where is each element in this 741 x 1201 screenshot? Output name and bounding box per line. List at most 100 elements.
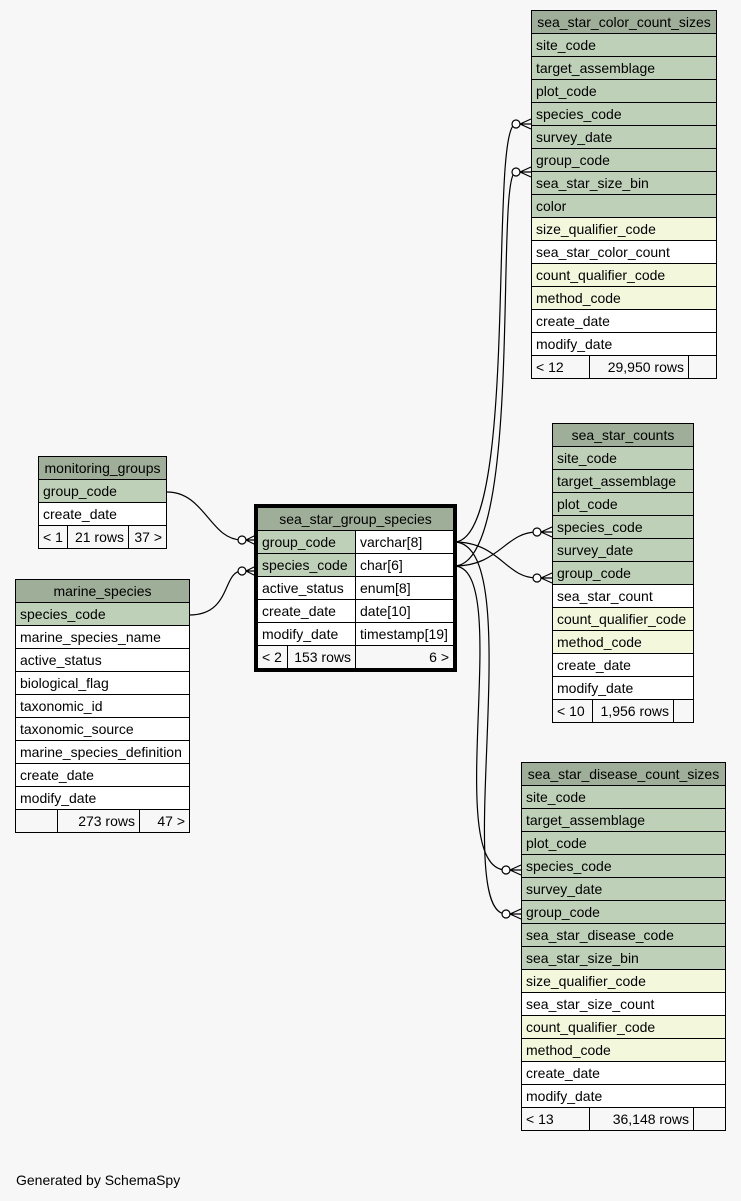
column-group-code[interactable]: group_code bbox=[521, 900, 726, 924]
column-method-code[interactable]: method_code bbox=[531, 286, 717, 310]
column-group-code[interactable]: group_code bbox=[531, 148, 717, 172]
column-survey-date[interactable]: survey_date bbox=[521, 877, 726, 901]
column-size-qualifier-code[interactable]: size_qualifier_code bbox=[521, 969, 726, 993]
table-monitoring-groups[interactable]: monitoring_groups group_code create_date… bbox=[38, 456, 167, 549]
column-modify-date[interactable]: modify_date bbox=[15, 786, 190, 810]
column-modify-date[interactable]: modify_date bbox=[257, 622, 356, 646]
column-marine-species-name[interactable]: marine_species_name bbox=[15, 625, 190, 649]
parent-count: < 12 bbox=[531, 355, 590, 379]
column-site-code[interactable]: site_code bbox=[531, 33, 717, 57]
crowfoot-marker bbox=[540, 526, 553, 538]
column-method-code[interactable]: method_code bbox=[552, 630, 694, 654]
connector-counts-group bbox=[453, 541, 538, 579]
generated-by-note: Generated by SchemaSpy bbox=[16, 1172, 181, 1188]
connector-end-circle bbox=[501, 909, 511, 919]
column-color[interactable]: color bbox=[531, 194, 717, 218]
column-species-code[interactable]: species_code bbox=[15, 602, 190, 626]
column-method-code[interactable]: method_code bbox=[521, 1038, 726, 1062]
column-plot-code[interactable]: plot_code bbox=[552, 492, 694, 516]
column-sea-star-size-bin[interactable]: sea_star_size_bin bbox=[531, 171, 717, 195]
table-sea-star-group-species[interactable]: sea_star_group_species group_code varcha… bbox=[254, 504, 457, 672]
column-sea-star-disease-code[interactable]: sea_star_disease_code bbox=[521, 923, 726, 947]
column-modify-date[interactable]: modify_date bbox=[531, 332, 717, 356]
column-group-code[interactable]: group_code bbox=[552, 561, 694, 585]
column-create-date[interactable]: create_date bbox=[38, 502, 167, 526]
column-create-date[interactable]: create_date bbox=[531, 309, 717, 333]
column-modify-date[interactable]: modify_date bbox=[521, 1084, 726, 1108]
table-title[interactable]: sea_star_counts bbox=[552, 423, 694, 447]
connector-end-circle bbox=[237, 566, 247, 576]
column-size-qualifier-code[interactable]: size_qualifier_code bbox=[531, 217, 717, 241]
column-group-code[interactable]: group_code bbox=[257, 530, 356, 554]
column-survey-date[interactable]: survey_date bbox=[531, 125, 717, 149]
column-site-code[interactable]: site_code bbox=[521, 785, 726, 809]
connector-color-group bbox=[453, 171, 517, 567]
column-create-date[interactable]: create_date bbox=[521, 1061, 726, 1085]
row-count: 29,950 rows bbox=[589, 355, 689, 379]
column-group-code[interactable]: group_code bbox=[38, 479, 167, 503]
connector-end-circle bbox=[237, 535, 247, 545]
column-species-code[interactable]: species_code bbox=[531, 102, 717, 126]
table-title[interactable]: sea_star_disease_count_sizes bbox=[521, 762, 726, 786]
column-active-status[interactable]: active_status bbox=[257, 576, 356, 600]
connector-color-species bbox=[453, 123, 517, 543]
table-title[interactable]: sea_star_group_species bbox=[257, 507, 454, 531]
column-count-qualifier-code[interactable]: count_qualifier_code bbox=[552, 607, 694, 631]
table-sea-star-disease-count-sizes[interactable]: sea_star_disease_count_sizes site_code t… bbox=[521, 762, 726, 1131]
column-type: date[10] bbox=[355, 599, 454, 623]
connector-counts-species bbox=[453, 531, 538, 567]
column-plot-code[interactable]: plot_code bbox=[521, 831, 726, 855]
connector-monitoring-groups bbox=[166, 491, 243, 541]
column-taxonomic-source[interactable]: taxonomic_source bbox=[15, 717, 190, 741]
column-active-status[interactable]: active_status bbox=[15, 648, 190, 672]
child-count: 37 > bbox=[128, 525, 167, 549]
column-create-date[interactable]: create_date bbox=[552, 653, 694, 677]
column-site-code[interactable]: site_code bbox=[552, 446, 694, 470]
connector-marine-species bbox=[188, 570, 243, 616]
column-target-assemblage[interactable]: target_assemblage bbox=[531, 56, 717, 80]
column-species-code[interactable]: species_code bbox=[521, 854, 726, 878]
column-biological-flag[interactable]: biological_flag bbox=[15, 671, 190, 695]
column-species-code[interactable]: species_code bbox=[257, 553, 356, 577]
column-species-code[interactable]: species_code bbox=[552, 515, 694, 539]
table-title[interactable]: marine_species bbox=[15, 579, 190, 603]
column-count-qualifier-code[interactable]: count_qualifier_code bbox=[521, 1015, 726, 1039]
column-target-assemblage[interactable]: target_assemblage bbox=[521, 808, 726, 832]
column-sea-star-size-count[interactable]: sea_star_size_count bbox=[521, 992, 726, 1016]
table-title[interactable]: sea_star_color_count_sizes bbox=[531, 10, 717, 34]
column-sea-star-count[interactable]: sea_star_count bbox=[552, 584, 694, 608]
table-marine-species[interactable]: marine_species species_code marine_speci… bbox=[15, 579, 190, 833]
column-create-date[interactable]: create_date bbox=[15, 763, 190, 787]
column-modify-date[interactable]: modify_date bbox=[552, 676, 694, 700]
column-create-date[interactable]: create_date bbox=[257, 599, 356, 623]
table-sea-star-counts[interactable]: sea_star_counts site_code target_assembl… bbox=[552, 423, 694, 723]
row-count: 153 rows bbox=[287, 645, 356, 669]
column-sea-star-color-count[interactable]: sea_star_color_count bbox=[531, 240, 717, 264]
column-count-qualifier-code[interactable]: count_qualifier_code bbox=[531, 263, 717, 287]
column-survey-date[interactable]: survey_date bbox=[552, 538, 694, 562]
column-marine-species-definition[interactable]: marine_species_definition bbox=[15, 740, 190, 764]
column-type: varchar[8] bbox=[355, 530, 454, 554]
parent-count: < 10 bbox=[552, 699, 593, 723]
parent-count: < 2 bbox=[257, 645, 288, 669]
column-sea-star-size-bin[interactable]: sea_star_size_bin bbox=[521, 946, 726, 970]
table-title[interactable]: monitoring_groups bbox=[38, 456, 167, 480]
crowfoot-marker bbox=[509, 864, 522, 876]
parent-count bbox=[15, 809, 58, 833]
column-type: char[6] bbox=[355, 553, 454, 577]
connector-end-circle bbox=[501, 865, 511, 875]
crowfoot-marker bbox=[245, 534, 257, 546]
column-target-assemblage[interactable]: target_assemblage bbox=[552, 469, 694, 493]
parent-count: < 13 bbox=[521, 1107, 590, 1131]
child-count bbox=[673, 699, 694, 723]
connector-end-circle bbox=[532, 573, 542, 583]
crowfoot-marker bbox=[519, 166, 532, 178]
table-sea-star-color-count-sizes[interactable]: sea_star_color_count_sizes site_code tar… bbox=[531, 10, 717, 379]
child-count: 6 > bbox=[355, 645, 454, 669]
column-plot-code[interactable]: plot_code bbox=[531, 79, 717, 103]
crowfoot-marker bbox=[540, 572, 553, 584]
column-taxonomic-id[interactable]: taxonomic_id bbox=[15, 694, 190, 718]
connector-disease-species bbox=[453, 565, 507, 871]
parent-count: < 1 bbox=[38, 525, 68, 549]
